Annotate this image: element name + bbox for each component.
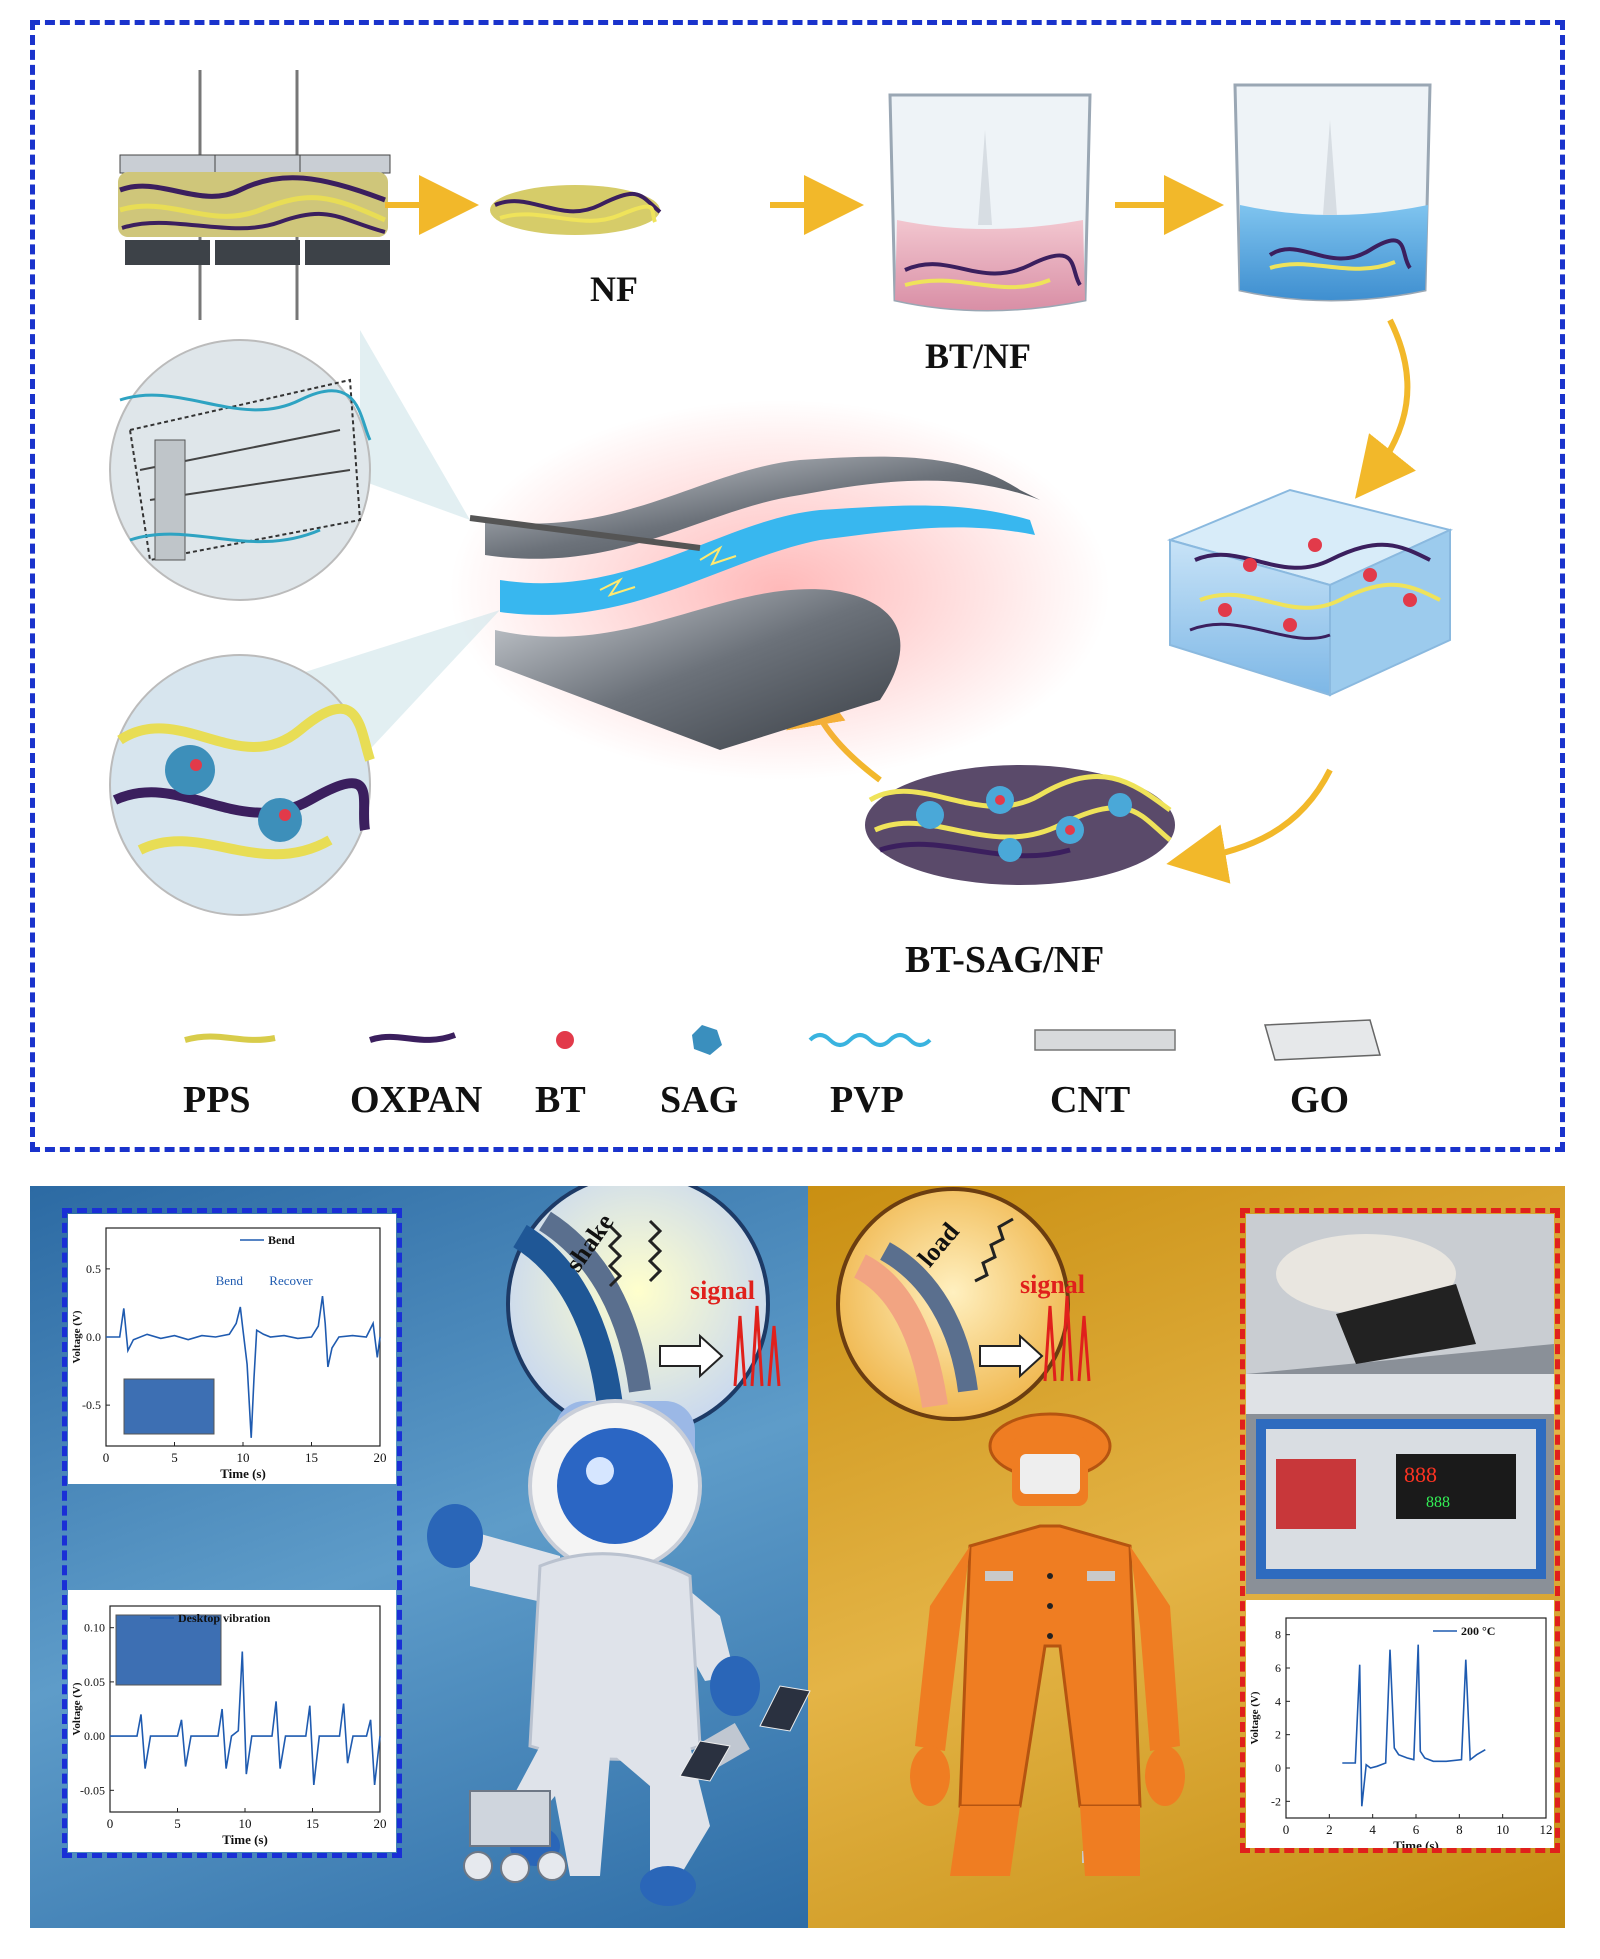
x-axis-label: Time (s) [1393,1838,1439,1848]
x-tick-label: 8 [1456,1822,1463,1837]
shake-bubble [506,1186,781,1436]
right-plot-frame [1240,1208,1560,1853]
y-tick-label: 6 [1275,1661,1281,1675]
y-tick-label: 4 [1275,1694,1281,1708]
legend-oxpan: OXPAN [350,1079,483,1121]
nanotube-icon [1034,1029,1176,1051]
series-line [1342,1644,1486,1807]
series-line [110,1651,381,1785]
legend-pvp: PVP [830,1079,904,1121]
bt-sag-nf-mat-illustration [865,765,1175,885]
svg-text:888: 888 [1426,1494,1450,1511]
bt-beaker-icon [888,93,1092,312]
x-tick-label: 4 [1369,1822,1376,1837]
legend-label: Bend [268,1233,295,1247]
gel-cube-illustration [1166,488,1454,697]
x-tick-label: 0 [103,1450,110,1465]
y-tick-label: -0.05 [80,1783,105,1797]
hotplate-photo-art: 888 888 [1246,1214,1554,1594]
x-tick-label: 10 [239,1816,252,1831]
scene-art [427,1186,1185,1906]
x-tick-label: 6 [1413,1822,1420,1837]
rover-satellite-illustration [463,1685,811,1883]
x-tick-label: 5 [171,1450,178,1465]
y-tick-label: 0.05 [84,1675,105,1689]
y-tick-label: 0.5 [86,1262,101,1276]
zoom-fiber-network [109,610,500,916]
left-plots-frame [62,1208,402,1858]
x-axis-label: Time (s) [220,1466,266,1481]
firefighter-illustration [910,1412,1185,1876]
x-axis-label: Time (s) [222,1832,268,1847]
legend-go: GO [1290,1079,1350,1121]
load-signal-label: signal [1020,1270,1086,1299]
legend-label: 200 °C [1461,1624,1495,1638]
legend-label: Desktop vibration [178,1611,271,1625]
y-tick-label: 0 [1275,1761,1281,1775]
graphene-sheet-icon [1264,1019,1381,1061]
x-tick-label: 2 [1326,1822,1333,1837]
shake-signal-label: signal [690,1276,756,1305]
load-bubble [836,1187,1091,1421]
x-tick-label: 15 [305,1450,318,1465]
inset-photo [123,1378,215,1435]
bending-device-illustration [450,400,1110,780]
legend-sag: SAG [660,1079,739,1121]
legend-cnt: CNT [1050,1079,1131,1121]
zoom-graphene-cnt [109,330,470,601]
y-axis-label: Voltage (V) [1249,1691,1261,1744]
y-axis-label: Voltage (V) [71,1310,83,1363]
x-tick-label: 20 [374,1450,387,1465]
x-tick-label: 0 [1283,1822,1290,1837]
nf-mat-illustration [490,185,662,235]
y-tick-label: 0.0 [86,1330,101,1344]
bt-sag-nf-label: BT-SAG/NF [905,939,1105,981]
x-tick-label: 15 [306,1816,319,1831]
y-tick-label: -2 [1271,1794,1281,1808]
nf-label: NF [590,269,638,309]
bt-nf-label: BT/NF [925,336,1032,376]
y-tick-label: 0.10 [84,1621,105,1635]
process-scheme-art [109,70,1454,1061]
x-tick-label: 10 [237,1450,250,1465]
svg-text:888: 888 [1404,1462,1437,1487]
y-tick-label: 8 [1275,1628,1281,1642]
inset-photo [115,1614,222,1686]
arrow-4 [1355,318,1416,499]
sag-beaker-icon [1233,83,1432,302]
x-tick-label: 10 [1496,1822,1509,1837]
annotation-label: Recover [269,1273,313,1288]
y-tick-label: -0.5 [82,1398,101,1412]
purple-fiber-icon [369,1032,457,1043]
y-tick-label: 2 [1275,1728,1281,1742]
x-tick-label: 12 [1540,1822,1553,1837]
annotation-label: Bend [216,1273,244,1288]
electrospinning-device [118,70,391,320]
red-sphere-icon [556,1031,574,1049]
heating-photo: 888 888 [1246,1214,1554,1594]
yellow-fiber-icon [184,1033,276,1043]
legend-icons [184,1019,1381,1061]
cyan-wave-icon [808,1033,932,1047]
y-tick-label: 0.00 [84,1729,105,1743]
blue-gel-icon [692,1025,722,1055]
x-tick-label: 0 [107,1816,114,1831]
legend-pps: PPS [183,1079,251,1121]
y-axis-label: Voltage (V) [71,1682,83,1735]
series-line [106,1295,381,1438]
legend-bt: BT [535,1079,586,1121]
x-tick-label: 20 [374,1816,387,1831]
arrow-5 [1166,768,1333,884]
x-tick-label: 5 [174,1816,181,1831]
